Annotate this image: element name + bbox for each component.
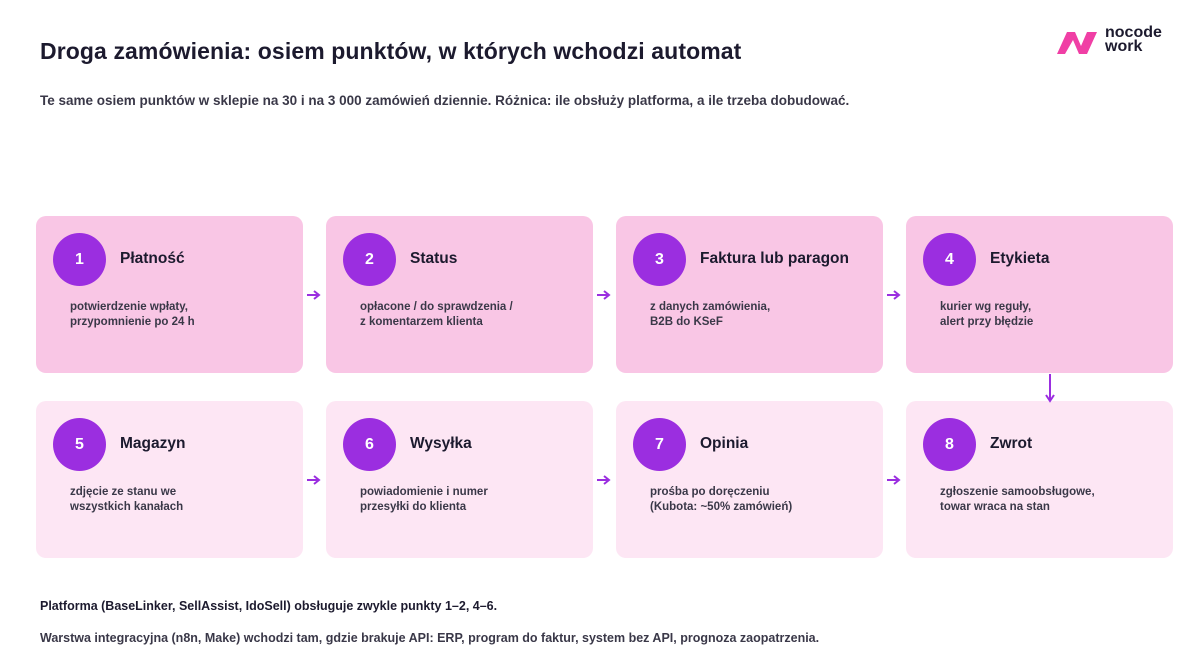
step-card-8: 8 Zwrot zgłoszenie samoobsługowe, towar … bbox=[906, 401, 1173, 558]
step-number-badge: 7 bbox=[633, 418, 686, 471]
step-card-5: 5 Magazyn zdjęcie ze stanu we wszystkich… bbox=[36, 401, 303, 558]
step-number-badge: 1 bbox=[53, 233, 106, 286]
logo-line2: work bbox=[1105, 38, 1143, 55]
step-title: Opinia bbox=[700, 435, 749, 452]
step-description-line: opłacone / do sprawdzenia / bbox=[360, 301, 513, 313]
step-title: Płatność bbox=[120, 250, 185, 267]
step-number-badge: 3 bbox=[633, 233, 686, 286]
arrow-right-icon bbox=[597, 290, 611, 300]
step-description-line: przypomnienie po 24 h bbox=[70, 315, 195, 328]
step-description-line: powiadomienie i numer bbox=[360, 486, 488, 498]
step-title: Status bbox=[410, 250, 458, 267]
step-description: potwierdzenie wpłaty, przypomnienie po 2… bbox=[70, 300, 195, 329]
step-description: prośba po doręczeniu (Kubota: ~50% zamów… bbox=[650, 485, 792, 514]
step-card-7: 7 Opinia prośba po doręczeniu (Kubota: ~… bbox=[616, 401, 883, 558]
step-number-badge: 6 bbox=[343, 418, 396, 471]
step-card-3: 3 Faktura lub paragon z danych zamówieni… bbox=[616, 216, 883, 373]
step-description-line: wszystkich kanałach bbox=[70, 500, 184, 513]
step-description-line: zdjęcie ze stanu we bbox=[70, 486, 177, 498]
page-subtitle: Te same osiem punktów w sklepie na 30 i … bbox=[40, 93, 850, 108]
arrow-right-icon bbox=[307, 475, 321, 485]
step-description-line: towar wraca na stan bbox=[940, 500, 1050, 513]
step-title: Faktura lub paragon bbox=[700, 250, 849, 267]
step-description: zgłoszenie samoobsługowe, towar wraca na… bbox=[940, 485, 1095, 514]
step-description-line: z komentarzem klienta bbox=[360, 315, 483, 328]
step-description-line: zgłoszenie samoobsługowe, bbox=[940, 486, 1095, 498]
arrow-down-icon bbox=[1045, 374, 1055, 403]
logo-text: nocode work bbox=[1105, 24, 1162, 55]
step-number-badge: 5 bbox=[53, 418, 106, 471]
step-number-badge: 4 bbox=[923, 233, 976, 286]
brand-logo: nocode work bbox=[1055, 24, 1175, 60]
step-number-badge: 8 bbox=[923, 418, 976, 471]
step-description-line: prośba po doręczeniu bbox=[650, 486, 770, 498]
arrow-right-icon bbox=[307, 290, 321, 300]
step-description-line: potwierdzenie wpłaty, bbox=[70, 301, 188, 313]
arrow-right-icon bbox=[597, 475, 611, 485]
step-title: Zwrot bbox=[990, 435, 1033, 452]
step-description-line: alert przy błędzie bbox=[940, 315, 1034, 328]
arrow-right-icon bbox=[887, 475, 901, 485]
arrow-right-icon bbox=[887, 290, 901, 300]
step-number-badge: 2 bbox=[343, 233, 396, 286]
step-title: Magazyn bbox=[120, 435, 186, 452]
step-description-line: przesyłki do klienta bbox=[360, 500, 467, 513]
step-title: Etykieta bbox=[990, 250, 1050, 267]
footer-note-platform: Platforma (BaseLinker, SellAssist, IdoSe… bbox=[40, 599, 498, 613]
step-description-line: (Kubota: ~50% zamówień) bbox=[650, 500, 793, 513]
step-description: opłacone / do sprawdzenia / z komentarze… bbox=[360, 300, 513, 329]
step-card-1: 1 Płatność potwierdzenie wpłaty, przypom… bbox=[36, 216, 303, 373]
logo-mark-icon bbox=[1057, 32, 1097, 54]
step-title: Wysyłka bbox=[410, 435, 472, 452]
step-description-line: kurier wg reguły, bbox=[940, 301, 1032, 313]
step-card-6: 6 Wysyłka powiadomienie i numer przesyłk… bbox=[326, 401, 593, 558]
step-description: z danych zamówienia, B2B do KSeF bbox=[650, 300, 770, 329]
step-card-4: 4 Etykieta kurier wg reguły, alert przy … bbox=[906, 216, 1173, 373]
page-title: Droga zamówienia: osiem punktów, w który… bbox=[40, 38, 742, 64]
step-description-line: z danych zamówienia, bbox=[650, 301, 771, 313]
step-card-2: 2 Status opłacone / do sprawdzenia / z k… bbox=[326, 216, 593, 373]
step-description: zdjęcie ze stanu we wszystkich kanałach bbox=[70, 485, 183, 514]
logo-line1: nocode bbox=[1105, 24, 1162, 41]
step-description: powiadomienie i numer przesyłki do klien… bbox=[360, 485, 488, 514]
step-description: kurier wg reguły, alert przy błędzie bbox=[940, 300, 1033, 329]
step-description-line: B2B do KSeF bbox=[650, 315, 723, 328]
footer-note-integration: Warstwa integracyjna (n8n, Make) wchodzi… bbox=[40, 631, 820, 645]
